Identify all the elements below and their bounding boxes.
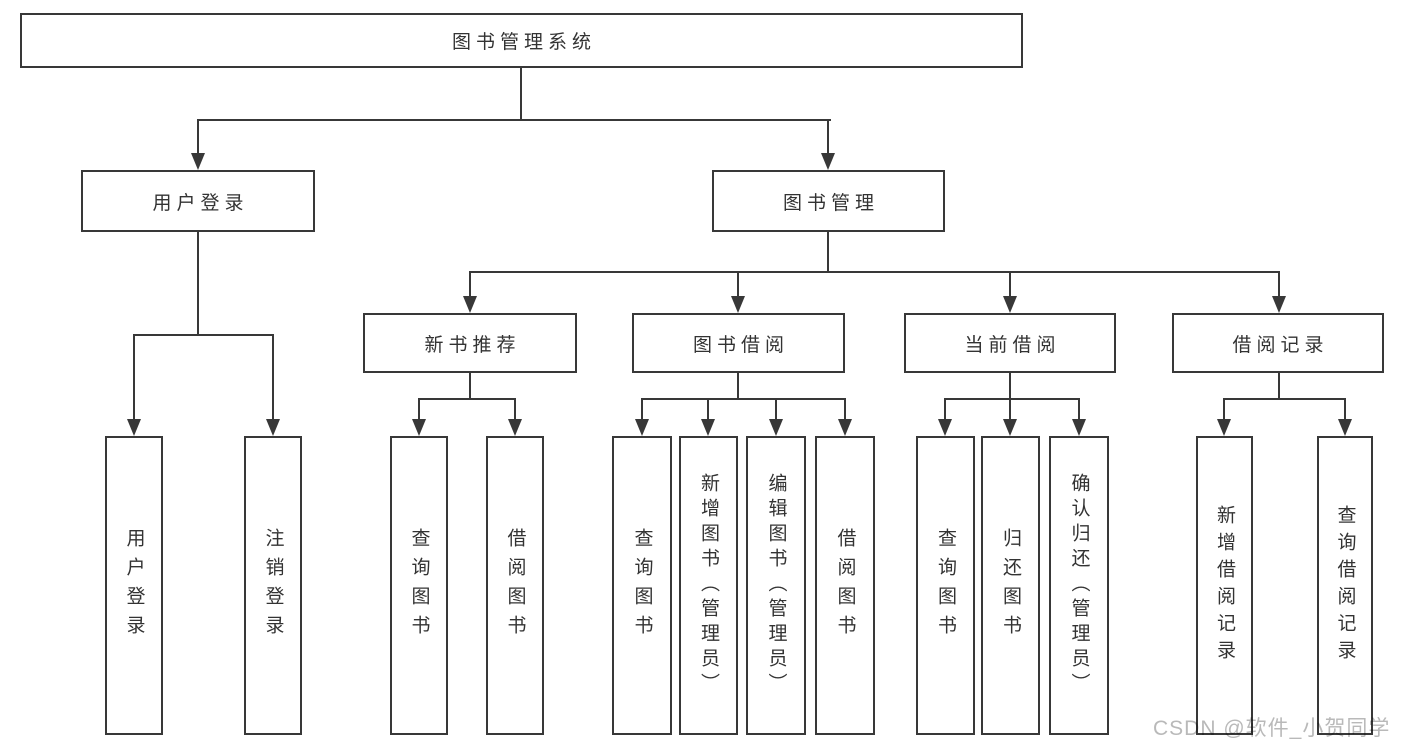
leaf-rec-borrow-book-label: 借阅图书 (504, 527, 526, 644)
leaf-br-query-record-label: 查询借阅记录 (1334, 504, 1356, 667)
connector-root-stub (520, 68, 522, 121)
leaf-cb-return-book-label: 归还图书 (1000, 527, 1021, 644)
connector-drop (1009, 398, 1011, 422)
arrow-down-icon (191, 153, 205, 170)
leaf-bb-add-book-label: 新增图书（管理员） (698, 473, 719, 698)
connector-bookmgmt-stub (827, 232, 829, 273)
arrow-down-icon (127, 419, 141, 436)
arrow-down-icon (412, 419, 426, 436)
leaf-cb-confirm-return: 确认归还（管理员） (1049, 436, 1109, 735)
leaf-bb-borrow-book: 借阅图书 (815, 436, 875, 735)
arrow-down-icon (1072, 419, 1086, 436)
leaf-br-query-record: 查询借阅记录 (1317, 436, 1373, 735)
node-current-borrow: 当前借阅 (904, 313, 1116, 373)
arrow-down-icon (838, 419, 852, 436)
arrow-down-icon (938, 419, 952, 436)
connector-root-rail (197, 119, 831, 121)
leaf-rec-borrow-book: 借阅图书 (486, 436, 544, 735)
node-book-borrow: 图书借阅 (632, 313, 845, 373)
leaf-cb-query-book-label: 查询图书 (935, 527, 956, 644)
leaf-bb-query-book-label: 查询图书 (631, 527, 653, 644)
connector-drop (844, 398, 846, 422)
node-borrow-records: 借阅记录 (1172, 313, 1384, 373)
arrow-down-icon (701, 419, 715, 436)
connector-drop (1078, 398, 1080, 422)
arrow-down-icon (1272, 296, 1286, 313)
connector-drop (641, 398, 643, 422)
leaf-rec-query-book: 查询图书 (390, 436, 448, 735)
leaf-cb-confirm-return-label: 确认归还（管理员） (1068, 473, 1090, 698)
connector-drop-new-book-rec (469, 271, 471, 298)
leaf-bb-add-book: 新增图书（管理员） (679, 436, 738, 735)
arrow-down-icon (1003, 296, 1017, 313)
node-current-borrow-label: 当前借阅 (964, 334, 1061, 356)
leaf-cb-return-book: 归还图书 (981, 436, 1040, 735)
connector-drop-user-login (197, 119, 199, 155)
leaf-user-login-label: 用户登录 (123, 527, 145, 644)
leaf-br-add-record: 新增借阅记录 (1196, 436, 1253, 735)
connector-borrowrecords-stub (1278, 373, 1280, 400)
node-root: 图书管理系统 (20, 13, 1023, 68)
leaf-logout-label: 注销登录 (262, 527, 284, 644)
connector-drop-current-borrow (1009, 271, 1011, 298)
arrow-down-icon (508, 419, 522, 436)
node-root-label: 图书管理系统 (451, 32, 596, 53)
node-user-login-branch-label: 用户登录 (152, 192, 249, 214)
connector-bookmgmt-rail (469, 271, 1280, 273)
leaf-bb-edit-book-label: 编辑图书（管理员） (765, 473, 787, 698)
connector-drop (418, 398, 420, 422)
node-new-book-rec: 新书推荐 (363, 313, 577, 373)
leaf-logout: 注销登录 (244, 436, 302, 735)
connector-userlogin-rail (133, 334, 274, 336)
leaf-user-login: 用户登录 (105, 436, 163, 735)
leaf-bb-borrow-book-label: 借阅图书 (834, 527, 856, 644)
connector-newbookrec-stub (469, 373, 471, 400)
connector-drop (514, 398, 516, 422)
connector-drop (707, 398, 709, 422)
leaf-rec-query-book-label: 查询图书 (408, 527, 430, 644)
arrow-down-icon (731, 296, 745, 313)
connector-bookborrow-rail (641, 398, 846, 400)
arrow-down-icon (463, 296, 477, 313)
connector-drop-borrow-records (1278, 271, 1280, 298)
connector-drop (944, 398, 946, 422)
node-new-book-rec-label: 新书推荐 (424, 334, 521, 356)
connector-userlogin-stub (197, 232, 199, 336)
node-book-borrow-label: 图书借阅 (692, 334, 789, 356)
node-borrow-records-label: 借阅记录 (1232, 334, 1329, 356)
node-book-mgmt-branch: 图书管理 (712, 170, 945, 232)
connector-drop-book-mgmt (827, 119, 829, 155)
arrow-down-icon (769, 419, 783, 436)
leaf-cb-query-book: 查询图书 (916, 436, 975, 735)
connector-drop (775, 398, 777, 422)
connector-bookborrow-stub (737, 373, 739, 400)
connector-drop-leaf-logout (272, 334, 274, 421)
connector-drop (1223, 398, 1225, 422)
leaf-br-add-record-label: 新增借阅记录 (1214, 504, 1235, 667)
arrow-down-icon (1003, 419, 1017, 436)
leaf-bb-edit-book: 编辑图书（管理员） (746, 436, 806, 735)
arrow-down-icon (635, 419, 649, 436)
node-user-login-branch: 用户登录 (81, 170, 315, 232)
connector-currentborrow-rail (944, 398, 1080, 400)
connector-borrowrecords-rail (1223, 398, 1346, 400)
node-book-mgmt-branch-label: 图书管理 (782, 192, 879, 214)
arrow-down-icon (1338, 419, 1352, 436)
arrow-down-icon (266, 419, 280, 436)
connector-currentborrow-stub (1009, 373, 1011, 400)
arrow-down-icon (1217, 419, 1231, 436)
connector-drop-leaf-user-login (133, 334, 135, 421)
connector-newbookrec-rail (418, 398, 516, 400)
leaf-bb-query-book: 查询图书 (612, 436, 672, 735)
connector-drop (1344, 398, 1346, 422)
csdn-watermark: CSDN @软件_小贺同学 (1153, 717, 1391, 740)
arrow-down-icon (821, 153, 835, 170)
connector-drop-book-borrow (737, 271, 739, 298)
